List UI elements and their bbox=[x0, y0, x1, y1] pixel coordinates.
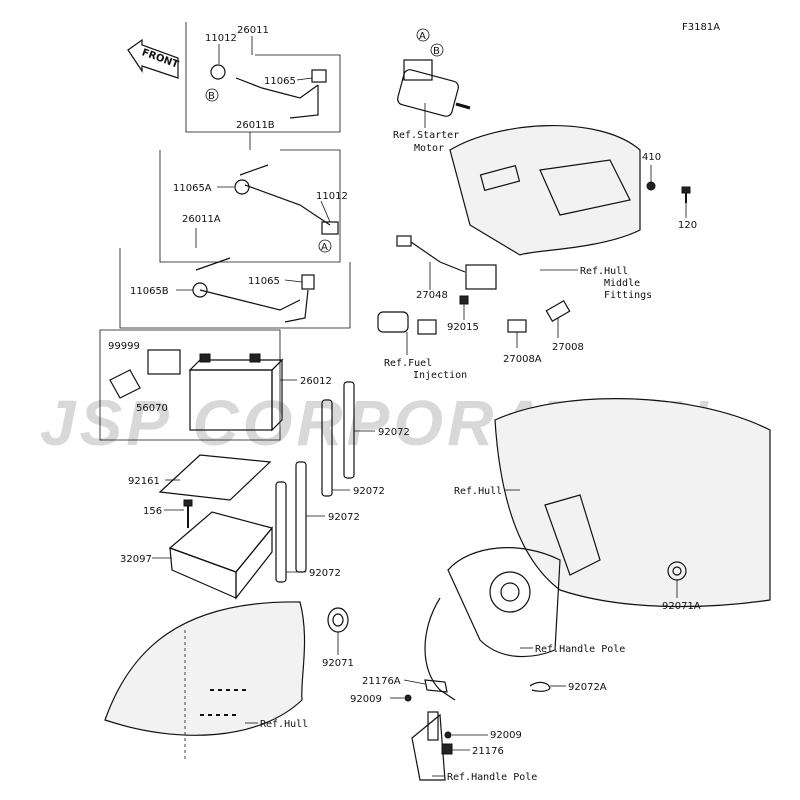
part-label: 11065B bbox=[130, 286, 169, 297]
part-label: 26011A bbox=[182, 214, 221, 225]
callout-a-harness: A bbox=[318, 239, 332, 253]
part-label: 21176 bbox=[472, 746, 504, 757]
screw-92009-upper bbox=[404, 694, 412, 702]
ref-fuel-injection-line1: Ref.Fuel bbox=[384, 358, 432, 369]
front-direction-arrow: FRONT bbox=[127, 38, 180, 79]
part-label: 156 bbox=[143, 506, 162, 517]
harness-group-26011A bbox=[119, 248, 351, 329]
washer-410 bbox=[646, 181, 656, 191]
clip-21176A bbox=[424, 679, 448, 693]
wire-21176A bbox=[424, 597, 456, 701]
ref-handle-pole-lower: Ref.Handle Pole bbox=[447, 772, 537, 783]
part-label: 99999 bbox=[108, 341, 140, 352]
part-label: 27048 bbox=[416, 290, 448, 301]
part-label: 26011B bbox=[236, 120, 275, 131]
part-label: 11012 bbox=[205, 33, 237, 44]
part-label: 27008A bbox=[503, 354, 542, 365]
starter-motor bbox=[397, 59, 471, 117]
svg-text:A: A bbox=[321, 242, 328, 253]
part-label: 92072 bbox=[353, 486, 385, 497]
hull-bottom-section bbox=[104, 601, 306, 760]
svg-text:A: A bbox=[419, 31, 426, 42]
ref-starter-motor-line2: Motor bbox=[414, 143, 444, 154]
clip-21176 bbox=[441, 743, 453, 755]
part-labels: 26011 11012 11065 26011B 11065A 11012 26… bbox=[108, 25, 701, 757]
part-label: 32097 bbox=[120, 554, 152, 565]
part-label: 92161 bbox=[128, 476, 160, 487]
callout-b-harness: B bbox=[205, 88, 219, 102]
part-label: 11065 bbox=[264, 76, 296, 87]
harness-27048 bbox=[396, 235, 497, 290]
ref-hull-middle-line1: Ref.Hull bbox=[580, 266, 628, 277]
part-label: 92072A bbox=[568, 682, 607, 693]
ref-hull-middle-line2: Middle bbox=[604, 278, 640, 289]
bolt-156 bbox=[183, 499, 193, 528]
handle-pole-plate bbox=[447, 547, 561, 658]
leader-lines bbox=[152, 36, 687, 777]
part-label: 26011 bbox=[237, 25, 269, 36]
battery-tray-pad bbox=[158, 454, 272, 501]
part-label: 92009 bbox=[490, 730, 522, 741]
bolt-120 bbox=[681, 186, 691, 203]
handle-pole-lower bbox=[411, 711, 446, 781]
part-label: 92071A bbox=[662, 601, 701, 612]
hull-middle-fittings bbox=[449, 125, 641, 256]
part-label: 120 bbox=[678, 220, 697, 231]
harness-group-26011B bbox=[159, 149, 341, 263]
ref-handle-pole-upper: Ref.Handle Pole bbox=[535, 644, 625, 655]
part-label: 26012 bbox=[300, 376, 332, 387]
battery-group bbox=[99, 329, 284, 441]
callout-b-starter: B bbox=[430, 43, 444, 57]
ref-hull-right: Ref.Hull bbox=[454, 486, 502, 497]
part-label: 410 bbox=[642, 152, 661, 163]
ref-hull-middle-line3: Fittings bbox=[604, 290, 652, 301]
ref-fuel-injection-line2: Injection bbox=[413, 370, 467, 381]
part-label: 21176A bbox=[362, 676, 401, 687]
callout-a-starter: A bbox=[416, 28, 430, 42]
fuel-injection-connector bbox=[377, 311, 437, 335]
part-label: 11065 bbox=[248, 276, 280, 287]
svg-text:B: B bbox=[208, 91, 215, 102]
screw-92009-lower bbox=[444, 731, 452, 739]
part-label: 92015 bbox=[447, 322, 479, 333]
part-label: 92072 bbox=[378, 427, 410, 438]
svg-text:B: B bbox=[433, 46, 440, 57]
part-label: 92072 bbox=[328, 512, 360, 523]
grommet-92071 bbox=[327, 607, 349, 633]
clamp-92072A bbox=[529, 681, 551, 692]
harness-group-26011 bbox=[185, 22, 341, 133]
part-label: 92009 bbox=[350, 694, 382, 705]
relay-27008 bbox=[545, 299, 571, 323]
hull-right-section bbox=[494, 398, 771, 608]
ref-hull-bottom: Ref.Hull bbox=[260, 719, 308, 730]
ref-starter-motor-line1: Ref.Starter bbox=[393, 130, 459, 141]
relay-27008A bbox=[507, 319, 527, 333]
figure-code: F3181A bbox=[682, 22, 720, 33]
clip-92015 bbox=[459, 295, 469, 305]
part-label: 27008 bbox=[552, 342, 584, 353]
battery-case bbox=[168, 511, 274, 600]
part-label: 11065A bbox=[173, 183, 212, 194]
part-label: 92071 bbox=[322, 658, 354, 669]
part-label: 92072 bbox=[309, 568, 341, 579]
reference-labels: Ref.Starter Motor Ref.Hull Middle Fittin… bbox=[260, 130, 652, 783]
part-label: 11012 bbox=[316, 191, 348, 202]
part-label: 56070 bbox=[136, 403, 168, 414]
